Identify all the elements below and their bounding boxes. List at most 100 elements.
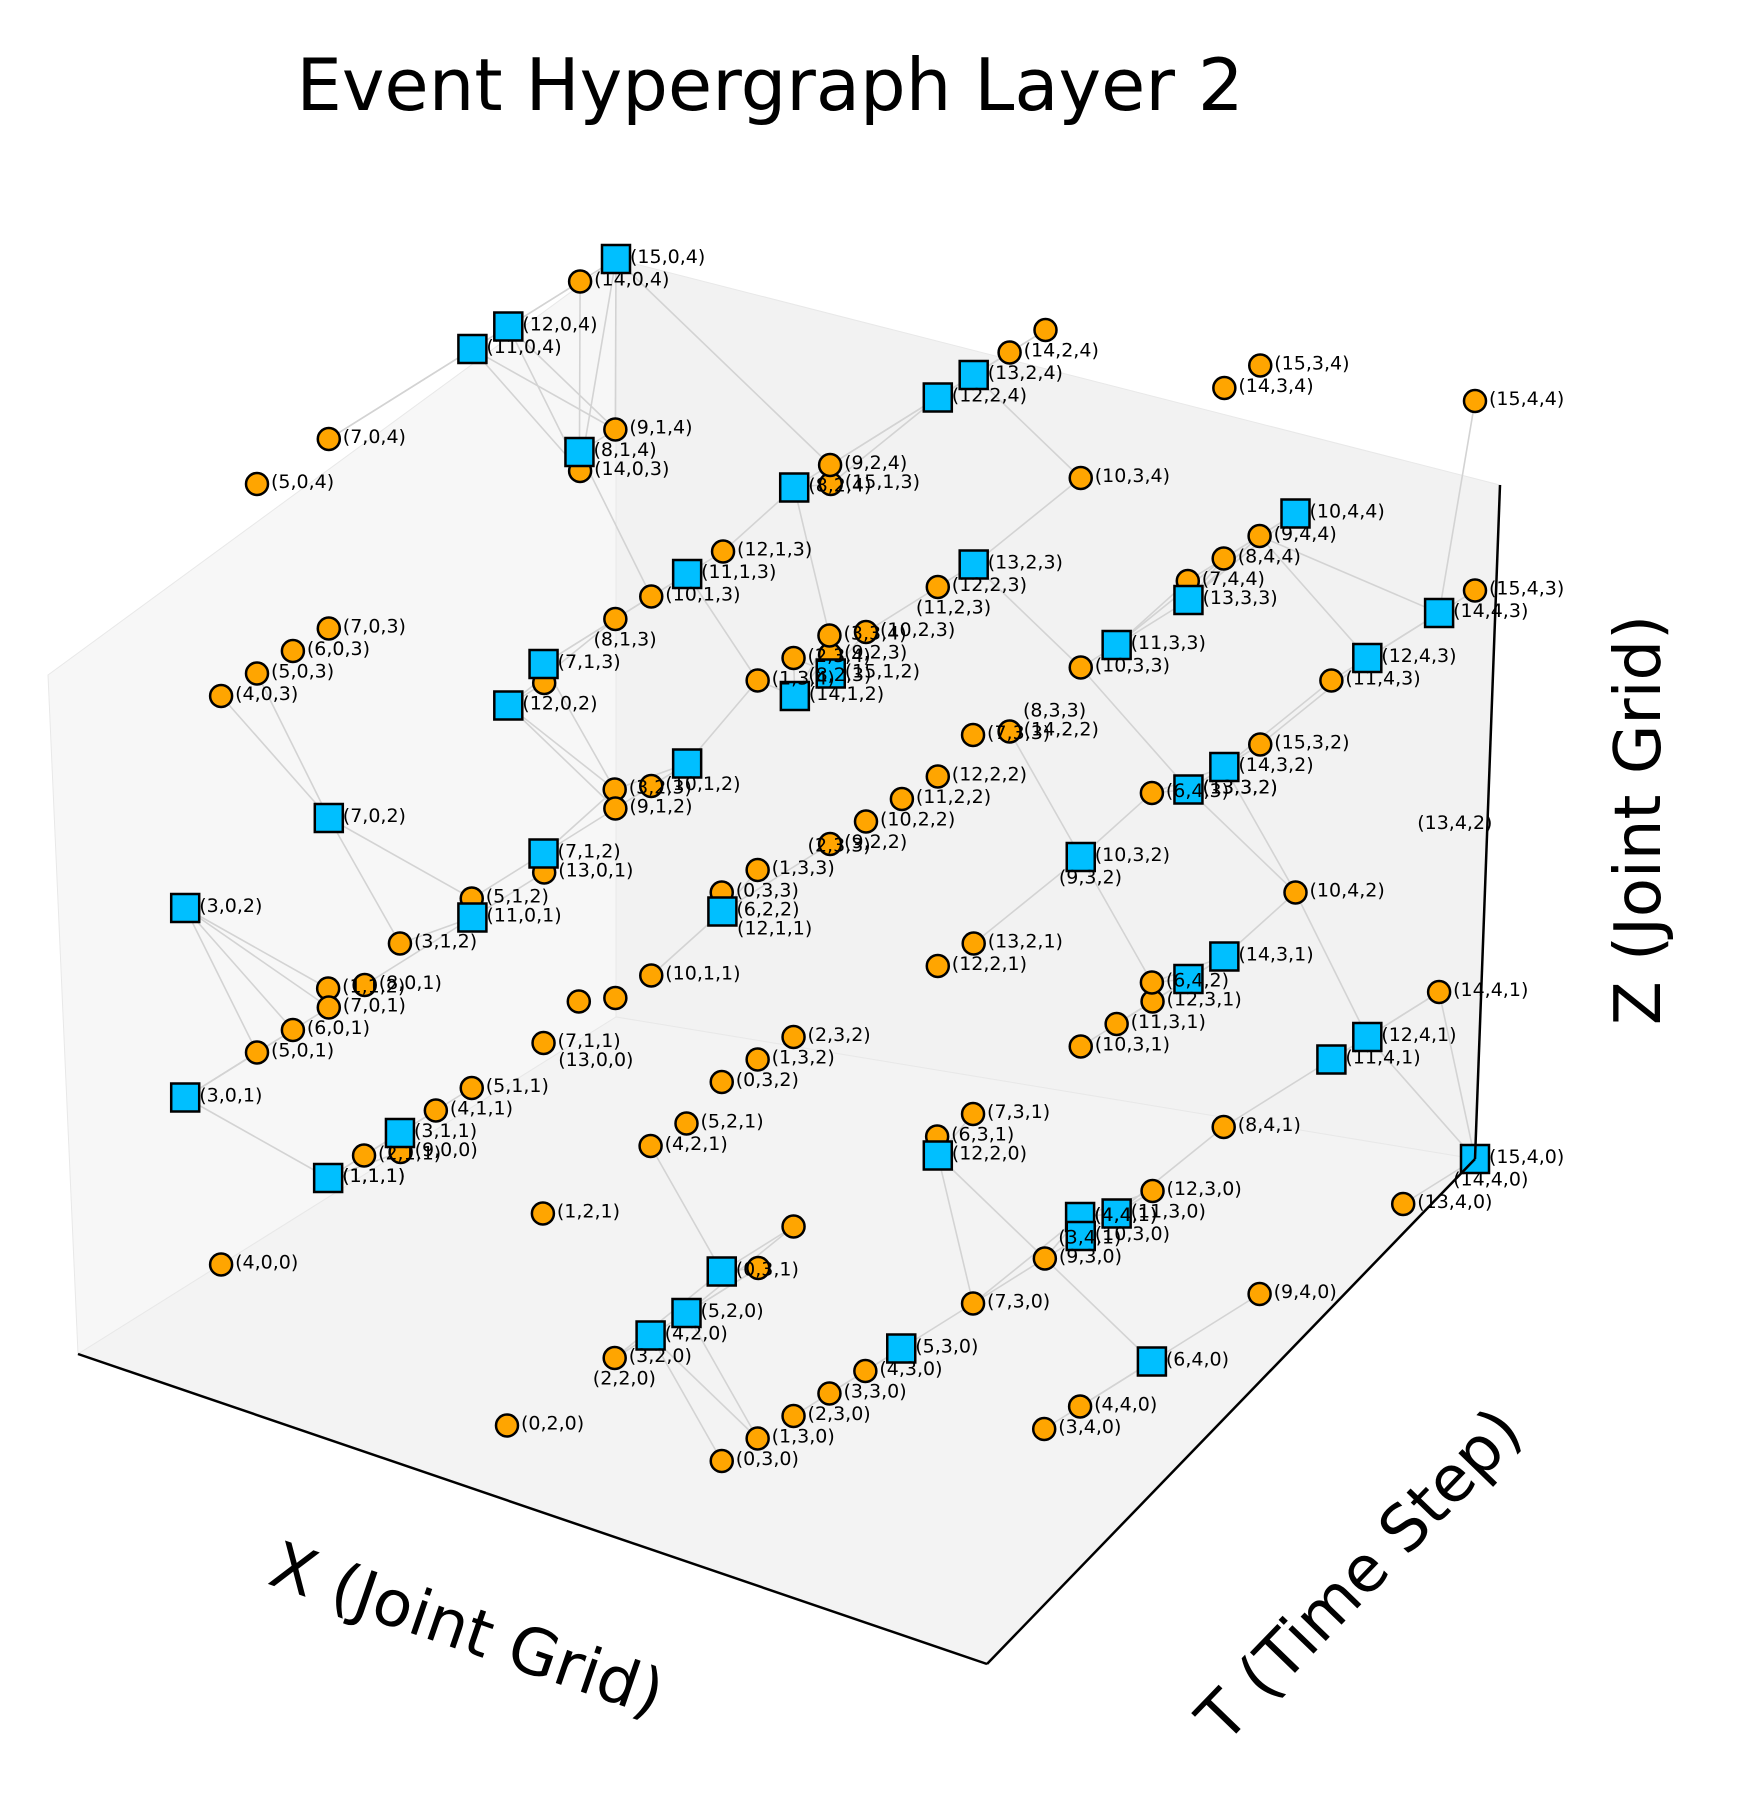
node-label: (15,4,4) (1489, 388, 1564, 410)
event-node (1104, 1011, 1129, 1037)
event-node (1319, 668, 1344, 693)
node-label: (10,3,2) (1095, 844, 1170, 866)
node-label: (12,0,4) (522, 314, 597, 336)
event-node (603, 985, 628, 1011)
node-label: (7,3,1) (987, 1101, 1050, 1123)
node-label: (4,0,0) (235, 1252, 298, 1274)
node-label: (11,3,3) (1131, 632, 1206, 654)
event-node (817, 831, 843, 857)
hyperedge-line (1223, 766, 1297, 893)
node-label: (8,2,4) (808, 475, 871, 497)
node-label: (13,3,3) (1202, 587, 1277, 609)
hyperedge-line (184, 907, 329, 990)
event-node (1032, 1246, 1058, 1271)
hyperedge-node (564, 436, 595, 468)
hyperedge-line (578, 281, 581, 453)
node-label: (10,2,3) (880, 619, 955, 641)
event-node (280, 638, 306, 664)
node-label: (5,1,2) (486, 886, 549, 908)
node-label: (4,4,0) (1094, 1394, 1157, 1416)
hyperedge-line (220, 695, 330, 819)
event-node (316, 426, 342, 452)
node-label: (6,0,3) (307, 638, 370, 660)
node-label: (1,2,1) (557, 1201, 620, 1223)
hyperedge-line (865, 563, 975, 633)
node-label: (6,2,2) (736, 899, 799, 921)
event-node (997, 719, 1022, 744)
node-label: (12,1,3) (737, 539, 812, 561)
hyperedge-node (635, 1320, 666, 1351)
event-node (639, 963, 664, 988)
hyperedge-node (1423, 597, 1455, 629)
hyperedge-line (184, 1096, 329, 1179)
node-label: (7,1,3) (558, 651, 621, 673)
hyperedge-node (1280, 498, 1311, 529)
node-label: (6,4,0) (1166, 1349, 1229, 1371)
node-label: (15,4,0) (1489, 1146, 1564, 1168)
hyperedge-line (1259, 535, 1368, 659)
node-label: (12,3,1) (1167, 989, 1242, 1011)
node-label: (10,3,1) (1095, 1034, 1170, 1056)
node-label: (3,1,1) (414, 1120, 477, 1142)
hyperedge-node (457, 902, 488, 933)
event-node (639, 584, 664, 609)
node-label: (15,4,3) (1489, 578, 1564, 600)
node-label: (10,3,3) (1095, 655, 1170, 677)
node-label: (14,3,1) (1238, 944, 1313, 966)
hyperedge-line (579, 258, 617, 472)
node-label: (8,2,3) (808, 664, 871, 686)
hyperedge-node (1352, 642, 1383, 674)
event-node (1068, 465, 1093, 491)
node-label: (14,4,1) (1453, 979, 1528, 1001)
hyperedge-line (1438, 991, 1476, 1160)
node-label: (4,0,3) (235, 683, 298, 705)
event-node (674, 1111, 699, 1136)
hyperedge-line (543, 595, 652, 665)
hyperedge-line (937, 329, 1046, 399)
hyperedge-line (471, 348, 581, 472)
node-label: (6,3,1) (951, 1124, 1014, 1146)
hyperedge-node (1173, 584, 1204, 616)
hyperedge-node (457, 333, 488, 365)
node-label: (11,0,1) (486, 905, 561, 927)
event-node (889, 786, 915, 812)
event-node (531, 1030, 556, 1056)
hyperedge-node (312, 1162, 344, 1194)
node-label: (2,3,3) (808, 835, 871, 857)
node-label: (5,3,0) (915, 1336, 978, 1358)
node-label: (2,3,4) (808, 645, 871, 667)
node-label: (5,0,3) (271, 661, 334, 683)
event-node (853, 1358, 878, 1384)
hyperedge-line (649, 1335, 723, 1462)
hyperedge-node (1101, 629, 1132, 661)
hyperedge-line (364, 916, 473, 986)
hyperedge-line (1223, 1058, 1332, 1128)
node-label: (8,3,3) (1023, 700, 1086, 722)
node-label: (12,2,2) (952, 764, 1027, 786)
hyperedge-line (1187, 512, 1297, 601)
hyperedge-line (507, 618, 616, 707)
node-label: (12,4,1) (1381, 1024, 1456, 1046)
event-node (781, 645, 806, 671)
node-label: (2,3,0) (808, 1403, 871, 1425)
node-label: (8,4,4) (1238, 546, 1301, 568)
event-node (1247, 523, 1272, 549)
event-node (1211, 546, 1236, 571)
event-node (1248, 732, 1273, 757)
hyperedge-node (779, 680, 811, 712)
hyperedge-line (937, 1155, 974, 1304)
event-node (1247, 1281, 1272, 1307)
hyperedge-line (1187, 512, 1296, 582)
event-node (639, 773, 664, 799)
node-label: (0,3,0) (736, 1448, 799, 1470)
hyperedge-line (1330, 612, 1440, 682)
node-label: (4,4,1) (1094, 1204, 1157, 1226)
node-label: (5,2,1) (701, 1111, 764, 1133)
node-label: (10,4,2) (1310, 880, 1385, 902)
node-label: (3,4,0) (1058, 1416, 1121, 1438)
hyperedge-node (671, 748, 703, 779)
node-label: (13,0,1) (558, 860, 633, 882)
node-label: (11,4,3) (1345, 668, 1420, 690)
hyperedge-line (1008, 731, 1082, 858)
node-label: (5,0,1) (271, 1040, 334, 1062)
